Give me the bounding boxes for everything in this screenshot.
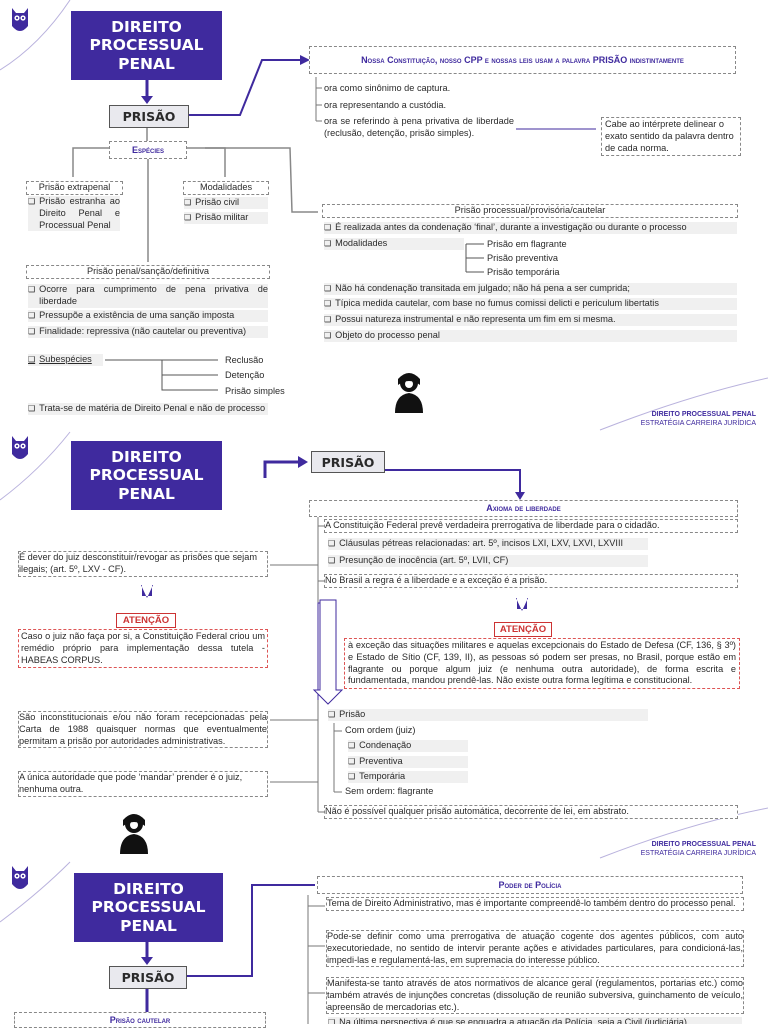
page1-modalidades-title: Modalidades: [183, 181, 269, 195]
page1-processual-item-2: ❑Não há condenação transitada em julgado…: [324, 283, 737, 296]
page3-pp4: ❑Na última perspectiva é que se enquadra…: [328, 1017, 742, 1024]
judge-avatar-icon: [389, 371, 429, 418]
page1-extrapenal-title: Prisão extrapenal: [26, 181, 123, 195]
page1-proc-mod-temporaria: Prisão temporária: [487, 267, 560, 277]
page2-prisao-item: ❑Prisão: [328, 709, 648, 722]
page2-sem-ordem: Sem ordem: flagrante: [345, 786, 434, 796]
page1-processual-item-4: ❑Possui natureza instrumental e não repr…: [324, 314, 737, 327]
page1-penal-subespecies: ❑Subespécies: [28, 354, 103, 367]
page1-sub-prisao-simples: Prisão simples: [225, 386, 285, 396]
page1-use-3: ora se referindo à pena privativa de lib…: [324, 116, 514, 138]
page3-prisao-cautelar: Prisão cautelar: [14, 1012, 266, 1028]
page2-axioma: Axioma de liberdade: [309, 500, 738, 517]
page1-penal-item-1: ❑Ocorre para cumprimento de pena privati…: [28, 284, 268, 308]
owl-logo-icon: [10, 862, 30, 899]
page2-inconstitucionais: São inconstitucionais e/ou não foram rec…: [18, 711, 268, 749]
page1-modalidade-militar: ❑Prisão militar: [184, 212, 268, 225]
page1-especies: Espécies: [109, 141, 187, 159]
page1-use-1: ora como sinônimo de captura.: [324, 83, 451, 93]
page1-header-note: Nossa Constituição, nosso CPP e nossas l…: [309, 46, 736, 74]
page2-habeas: Caso o juiz não faça por si, a Constitui…: [18, 629, 268, 669]
page1-processual-item-5: ❑Objeto do processo penal: [324, 330, 737, 343]
page2-condenacao: ❑Condenação: [348, 740, 468, 753]
page2-excecao-text: à exceção das situações militares e aque…: [344, 638, 740, 690]
page3-prisao-box: PRISÃO: [109, 966, 187, 989]
page2-temporaria: ❑Temporária: [348, 771, 468, 784]
page1-processual-title: Prisão processual/provisória/cautelar: [322, 204, 738, 218]
page2-cf-text: A Constituição Federal prevê verdadeira …: [324, 519, 738, 533]
page1-sub-detencao: Detenção: [225, 370, 265, 380]
page2-cf-item-1: ❑Cláusulas pétreas relacionadas: art. 5º…: [328, 538, 648, 551]
page2-automatica: Não é possível qualquer prisão automátic…: [324, 805, 738, 819]
page3-pp2: Pode-se definir como uma prerrogativa de…: [326, 930, 744, 968]
page2-cf-item-2: ❑Presunção de inocência (art. 5º, LVII, …: [328, 555, 648, 568]
page2-com-ordem: Com ordem (juiz): [345, 725, 416, 735]
page1-penal-item-3: ❑Finalidade: repressiva (não cautelar ou…: [28, 326, 268, 339]
page2-atencao-left: ATENÇÃO: [116, 613, 176, 628]
owl-logo-icon: [10, 432, 30, 469]
page1-penal-last: ❑Trata-se de matéria de Direito Penal e …: [28, 403, 268, 416]
owl-logo-icon: [10, 4, 30, 41]
page2-preventiva: ❑Preventiva: [348, 756, 468, 769]
page1-interprete-note: Cabe ao intérprete delinear o exato sent…: [601, 117, 741, 157]
page2-atencao-right: ATENÇÃO: [494, 622, 552, 637]
page1-use-2: ora representando a custódia.: [324, 100, 447, 110]
page1-title: DIREITO PROCESSUAL PENAL: [71, 11, 222, 80]
page3-pp3: Manifesta-se tanto através de atos norma…: [326, 977, 744, 1015]
judge-avatar-icon: [114, 812, 154, 859]
page1-processual-modalidades: ❑Modalidades: [324, 238, 464, 251]
page3-poder-policia: Poder de Polícia: [317, 876, 743, 894]
page3-title: DIREITO PROCESSUAL PENAL: [74, 873, 223, 942]
page1-penal-title: Prisão penal/sanção/definitiva: [26, 265, 270, 279]
page1-modalidade-civil: ❑Prisão civil: [184, 197, 268, 210]
page2-brasil-regra: No Brasil a regra é a liberdade e a exce…: [324, 574, 738, 588]
page2-dever-juiz: É dever do juiz desconstituir/revogar as…: [18, 551, 268, 577]
page1-processual-item-1: ❑É realizada antes da condenação ‘final’…: [324, 222, 737, 235]
page2-title: DIREITO PROCESSUAL PENAL: [71, 441, 222, 510]
page1-proc-mod-preventiva: Prisão preventiva: [487, 253, 558, 263]
page1-extrapenal-item: ❑Prisão estranha ao Direito Penal e Proc…: [28, 196, 120, 232]
page1-proc-mod-flagrante: Prisão em flagrante: [487, 239, 567, 249]
page2-prisao-box: PRISÃO: [311, 451, 385, 473]
page1-penal-item-2: ❑Pressupõe a existência de uma sanção im…: [28, 310, 268, 323]
page1-processual-item-3: ❑Típica medida cautelar, com base no fum…: [324, 298, 737, 311]
page1-sub-reclusao: Reclusão: [225, 355, 264, 365]
page2-unica: A única autoridade que pode ‘mandar’ pre…: [18, 771, 268, 797]
page1-prisao-box: PRISÃO: [109, 105, 189, 128]
page3-pp1: Tema de Direito Administrativo, mas é im…: [326, 897, 744, 911]
